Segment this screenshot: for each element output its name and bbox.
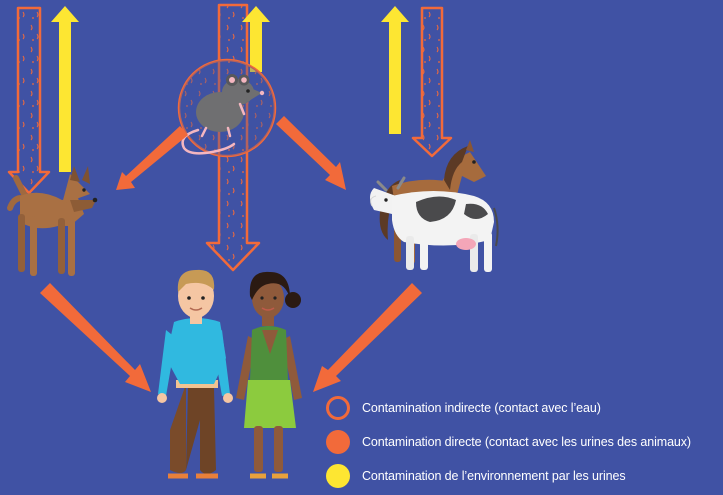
indirect-arrow-dog xyxy=(7,6,51,195)
outline-circle-icon xyxy=(326,396,350,420)
legend-item-direct: Contamination directe (contact avec les … xyxy=(326,430,691,454)
legend-label-environment: Contamination de l’environnement par les… xyxy=(362,469,626,483)
environment-arrow-rat xyxy=(242,6,270,72)
direct-arrow-rat-to-livestock xyxy=(276,116,346,190)
dog-illustration xyxy=(7,166,98,276)
legend-label-indirect: Contamination indirecte (contact avec l’… xyxy=(362,401,601,415)
woman-illustration xyxy=(236,271,302,479)
cow-illustration xyxy=(370,176,499,272)
legend-label-direct: Contamination directe (contact avec les … xyxy=(362,435,691,449)
direct-arrow-dog-to-humans xyxy=(40,283,151,392)
legend-item-environment: Contamination de l’environnement par les… xyxy=(326,464,626,488)
direct-arrow-livestock-to-humans xyxy=(313,283,422,392)
rat-illustration xyxy=(181,74,265,155)
legend-item-indirect: Contamination indirecte (contact avec l’… xyxy=(326,396,601,420)
man-illustration xyxy=(157,269,233,479)
indirect-arrow-livestock xyxy=(411,6,453,158)
direct-arrow-rat-to-dog xyxy=(116,126,188,190)
filled-yellow-circle-icon xyxy=(326,464,350,488)
filled-orange-circle-icon xyxy=(326,430,350,454)
environment-arrow-dog xyxy=(51,6,79,172)
environment-arrow-livestock xyxy=(381,6,409,134)
